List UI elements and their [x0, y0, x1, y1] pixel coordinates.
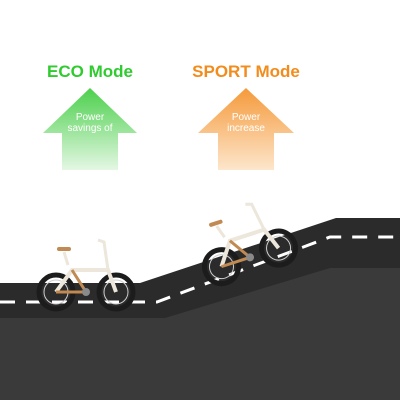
eco-arrow-text: Power savings of: [45, 112, 135, 134]
up-arrow-icon: [198, 88, 294, 170]
eco-mode-title: ECO Mode: [47, 62, 133, 81]
eco-arrow-text-line1: Power: [75, 112, 105, 123]
up-arrow-icon: [43, 88, 137, 170]
lane-markings: [0, 235, 400, 304]
road-lower-surface: [0, 268, 400, 400]
bicycle-icon: [201, 202, 299, 287]
bicycle-icon: [36, 238, 136, 312]
sport-arrow-text-line1: Power: [231, 112, 261, 123]
sport-arrow-text: Power increase: [200, 112, 292, 134]
eco-arrow-text-line2: savings of: [67, 123, 113, 134]
sport-arrow-text-line2: increase: [227, 123, 265, 134]
sport-mode-title: SPORT Mode: [192, 62, 300, 81]
